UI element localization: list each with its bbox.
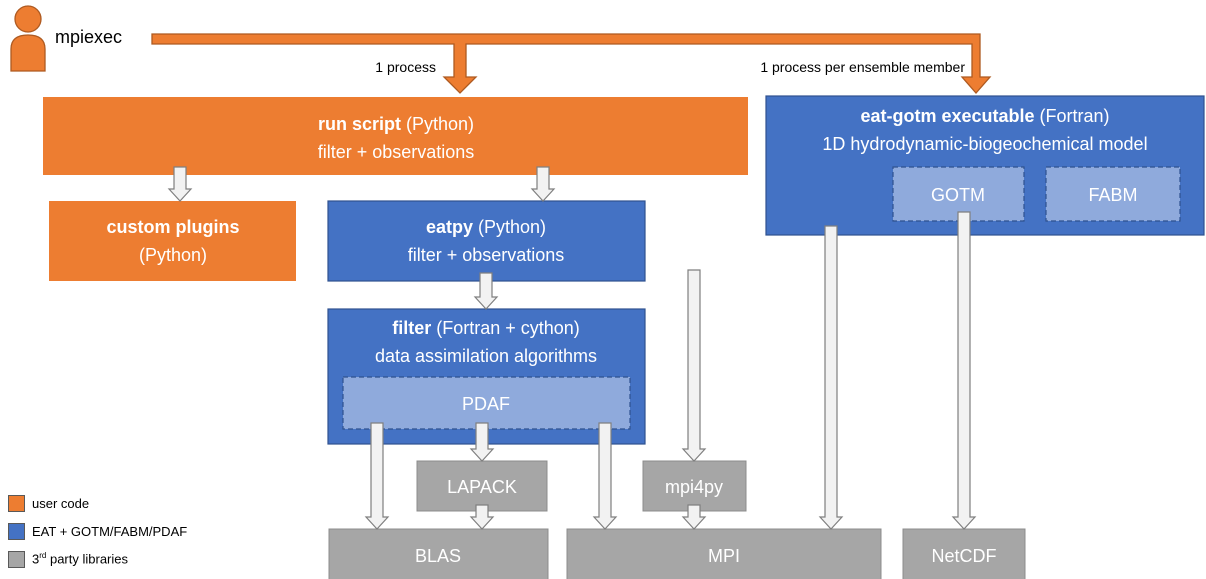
arrow-eatgotm-to-mpi (818, 225, 844, 530)
svg-text:filter (Fortran + cython): filter (Fortran + cython) (392, 318, 580, 338)
run-script-title: run script (318, 114, 401, 134)
person-icon (10, 5, 46, 72)
arrow-pdaf-to-mpi (592, 422, 618, 530)
netcdf-label: NetCDF (931, 546, 996, 566)
arrow-pdaf-to-blas (364, 422, 390, 530)
eatpy-lang: (Python) (473, 217, 546, 237)
legend-item-eat: EAT + GOTM/FABM/PDAF (8, 521, 187, 541)
eat-gotm-title: eat-gotm executable (860, 106, 1034, 126)
dependency-arrows (167, 166, 977, 530)
lapack-box: LAPACK (416, 460, 548, 512)
run-script-box: run script (Python) filter + observation… (43, 97, 748, 175)
eat-gotm-desc: 1D hydrodynamic-biogeochemical model (822, 134, 1147, 154)
run-script-desc: filter + observations (318, 142, 475, 162)
run-script-lang: (Python) (401, 114, 474, 134)
svg-text:eat-gotm executable (Fortran): eat-gotm executable (Fortran) (860, 106, 1109, 126)
legend-label-eat: EAT + GOTM/FABM/PDAF (32, 523, 188, 539)
legend-swatch-third-party (8, 550, 25, 568)
arrow-runscript-to-plugins (167, 166, 193, 202)
svg-text:eatpy (Python): eatpy (Python) (426, 217, 546, 237)
filter-box: filter (Fortran + cython) data assimilat… (327, 308, 646, 445)
netcdf-box: NetCDF (902, 528, 1026, 579)
blas-label: BLAS (415, 546, 461, 566)
legend-label-third-party: 3rd party libraries (32, 551, 128, 567)
arrow-gotm-to-netcdf (951, 211, 977, 530)
mpi4py-box: mpi4py (642, 460, 747, 512)
eat-gotm-lang: (Fortran) (1035, 106, 1110, 126)
eatpy-desc: filter + observations (408, 245, 565, 265)
arrow-lapack-to-blas (469, 504, 495, 530)
gotm-label: GOTM (931, 185, 985, 205)
eatpy-box: eatpy (Python) filter + observations (327, 200, 646, 282)
mpi-box: MPI (566, 528, 882, 579)
mpiexec-label: mpiexec (55, 27, 123, 47)
legend-swatch-eat (8, 522, 25, 540)
filter-lang: (Fortran + cython) (431, 318, 580, 338)
custom-plugins-lang: (Python) (139, 245, 207, 265)
arrow-pdaf-to-lapack (469, 422, 495, 462)
blas-box: BLAS (328, 528, 549, 579)
pdaf-label: PDAF (462, 394, 510, 414)
eatpy-title: eatpy (426, 217, 473, 237)
arrow-runscript-to-eatpy (530, 166, 556, 202)
filter-desc: data assimilation algorithms (375, 346, 597, 366)
legend-label-user-code: user code (32, 495, 90, 511)
mpiexec-connector (151, 33, 992, 94)
eat-gotm-box: eat-gotm executable (Fortran) 1D hydrody… (765, 95, 1205, 236)
arrow-eatpy-to-filter (473, 272, 499, 310)
svg-text:run script (Python): run script (Python) (318, 114, 474, 134)
arrow-mpi4py-to-mpi (681, 504, 707, 530)
lapack-label: LAPACK (447, 477, 517, 497)
custom-plugins-box: custom plugins (Python) (49, 201, 296, 281)
fabm-box (1045, 166, 1181, 222)
legend-swatch-user-code (8, 494, 25, 512)
mpi-label: MPI (708, 546, 740, 566)
one-process-label: 1 process (375, 59, 436, 75)
legend: user code EAT + GOTM/FABM/PDAF 3rd party… (8, 493, 258, 579)
arrow-eatpy-to-mpi4py (681, 269, 707, 462)
legend-item-third-party: 3rd party libraries (8, 549, 128, 569)
per-member-label: 1 process per ensemble member (760, 59, 965, 75)
mpi4py-label: mpi4py (665, 477, 723, 497)
filter-title: filter (392, 318, 431, 338)
pdaf-box (342, 376, 631, 430)
legend-item-user-code: user code (8, 493, 89, 513)
custom-plugins-title: custom plugins (106, 217, 239, 237)
fabm-label: FABM (1088, 185, 1137, 205)
